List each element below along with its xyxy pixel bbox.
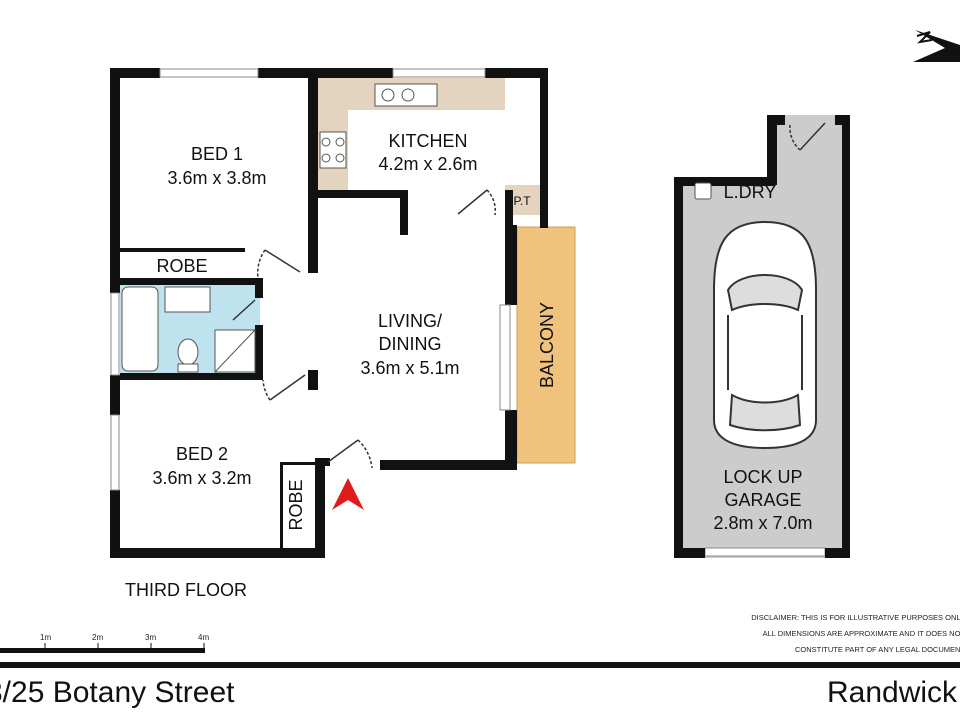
disclaimer-line-3: CONSTITUTE PART OF ANY LEGAL DOCUMENT <box>795 645 960 654</box>
laundry-label: L.DRY <box>724 182 777 202</box>
kitchen-size: 4.2m x 2.6m <box>378 154 477 174</box>
cooktop <box>319 131 347 169</box>
footer-suburb: Randwick <box>827 676 958 709</box>
kitchen-label: KITCHEN <box>388 131 467 151</box>
fixtures <box>121 83 438 373</box>
vanity <box>164 286 211 313</box>
entry-arrow-icon <box>332 478 364 510</box>
footer-address: 3/25 Botany Street <box>0 676 235 709</box>
bed2-label: BED 2 <box>176 444 228 464</box>
bed1-size: 3.6m x 3.8m <box>167 168 266 188</box>
balcony-label: BALCONY <box>537 302 557 388</box>
footer-divider <box>0 662 960 668</box>
garage-label-1: LOCK UP <box>723 467 802 487</box>
scale-tick-3m: 3m <box>145 633 156 642</box>
disclaimer-line-1: DISCLAIMER: THIS IS FOR ILLUSTRATIVE PUR… <box>751 613 960 622</box>
car-icon <box>713 220 817 450</box>
garage-label-2: GARAGE <box>724 490 801 510</box>
living-size: 3.6m x 5.1m <box>360 358 459 378</box>
disclaimer-line-2: ALL DIMENSIONS ARE APPROXIMATE AND IT DO… <box>763 629 960 638</box>
pantry-label: P.T <box>513 194 531 208</box>
scale-tick-1m: 1m <box>40 633 51 642</box>
garage-walls <box>674 115 850 558</box>
living-label-2: DINING <box>379 334 442 354</box>
bathtub <box>121 286 159 372</box>
scale-tick-4m: 4m <box>198 633 209 642</box>
bed2-size: 3.6m x 3.2m <box>152 468 251 488</box>
balcony-area <box>516 226 576 464</box>
robe1-label: ROBE <box>156 256 207 276</box>
scale-tick-2m: 2m <box>92 633 103 642</box>
laundry-tub-icon <box>694 182 712 200</box>
bed1-label: BED 1 <box>191 144 243 164</box>
toilet <box>177 338 199 366</box>
doors <box>232 122 826 469</box>
floor-label: THIRD FLOOR <box>125 580 247 600</box>
north-arrow-icon <box>913 30 960 62</box>
living-label-1: LIVING/ <box>378 311 442 331</box>
walls <box>110 68 548 558</box>
shower <box>214 329 256 373</box>
robe2-label: ROBE <box>286 479 306 530</box>
scale-bar: 1m 2m 3m 4m <box>0 633 209 653</box>
garage-size: 2.8m x 7.0m <box>713 513 812 533</box>
